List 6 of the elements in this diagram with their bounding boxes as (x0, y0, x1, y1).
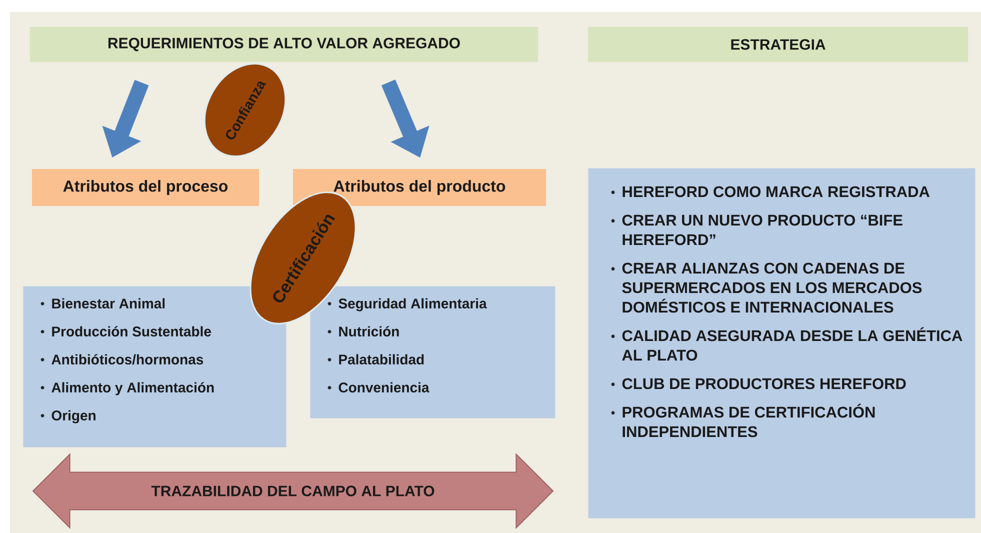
header-band: ESTRATEGIA (588, 27, 968, 62)
header-band: REQUERIMIENTOS DE ALTO VALOR AGREGADO (30, 27, 538, 62)
list-box: Seguridad Alimentaria Nutrición Palatabilidad Conveniencia (310, 286, 556, 418)
strategy-box: HEREFORD COMO MARCA REGISTRADA CREAR UN NUEVO PRODUCTO “BIFE HEREFORD” CREAR ALIANZAS CON CADENAS DE SUPERMERCADOS EN LOS MERCADOS DOMÉSTICOS E INTERNACIONALES CALIDAD ASEGURADA DESDE LA GENÉTICA AL PLATO CLUB DE PRODUCTORES HEREFORD PROGRAMAS DE CERTIFICACIÓN INDEPENDIENTES (588, 168, 976, 518)
attribute-box: Atributos del producto (293, 169, 546, 206)
attribute-box: Atributos del proceso (32, 169, 259, 206)
